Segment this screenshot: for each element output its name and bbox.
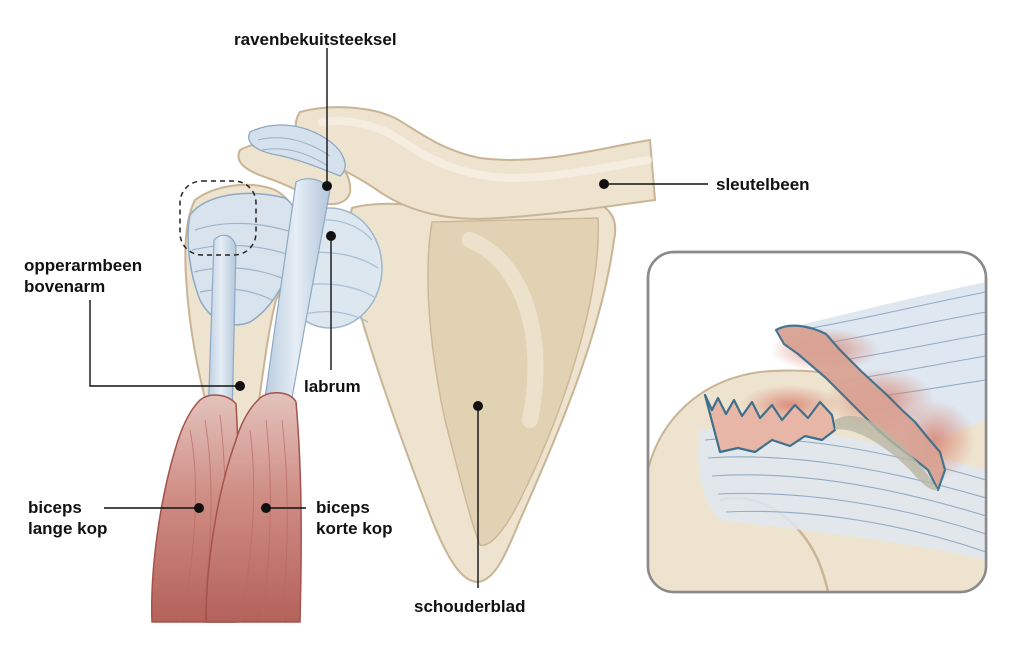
label-labrum: labrum	[304, 377, 361, 396]
leader-dot	[599, 179, 609, 189]
scapula-bone	[347, 202, 617, 584]
leader-dot	[194, 503, 204, 513]
leader-dots	[194, 179, 609, 513]
label-biceps-long-line2: lange kop	[28, 519, 108, 538]
label-humerus-line1: opperarmbeen	[24, 256, 143, 275]
leader-dot	[261, 503, 271, 513]
leader-line-humerus	[89, 300, 240, 387]
magnify-dashed-circle	[179, 180, 257, 256]
label-coracoid: ravenbekuitsteeksel	[234, 30, 397, 49]
label-biceps-short-line2: korte kop	[316, 519, 393, 538]
label-biceps-short-line1: biceps	[316, 498, 370, 517]
leader-dot	[235, 381, 245, 391]
label-clavicle: sleutelbeen	[716, 175, 810, 194]
leader-lines	[89, 48, 708, 588]
label-humerus-line2: bovenarm	[24, 277, 106, 296]
label-biceps-long-line1: biceps	[28, 498, 82, 517]
inset-magnification	[646, 250, 988, 594]
biceps-short-head	[205, 178, 331, 623]
leader-dot	[473, 401, 483, 411]
leader-dot	[326, 231, 336, 241]
label-biceps-long: biceps lange kop	[28, 497, 107, 539]
label-humerus: opperarmbeen bovenarm	[24, 255, 142, 297]
label-scapula: schouderblad	[414, 597, 526, 616]
label-biceps-short: biceps korte kop	[316, 497, 393, 539]
leader-dot	[322, 181, 332, 191]
clavicle-bone	[294, 106, 657, 220]
